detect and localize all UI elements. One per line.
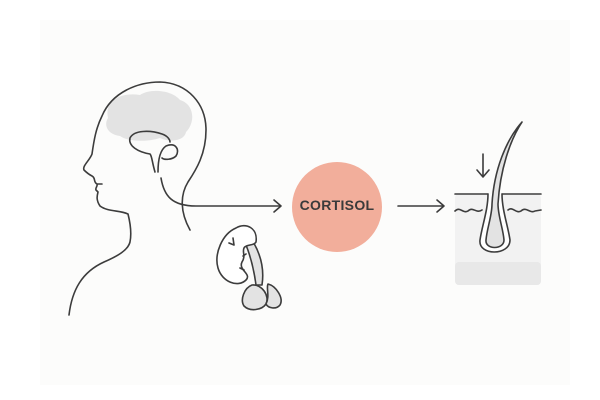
arrow-down-icon	[476, 153, 490, 178]
adrenal-kidney-icon	[216, 224, 282, 311]
head-brain-icon	[68, 81, 282, 316]
hair-follicle-icon	[454, 121, 542, 285]
hormone-circle	[292, 162, 382, 252]
arrow-right-icon	[397, 199, 445, 213]
cortisol-label: CORTISOL	[299, 197, 375, 213]
